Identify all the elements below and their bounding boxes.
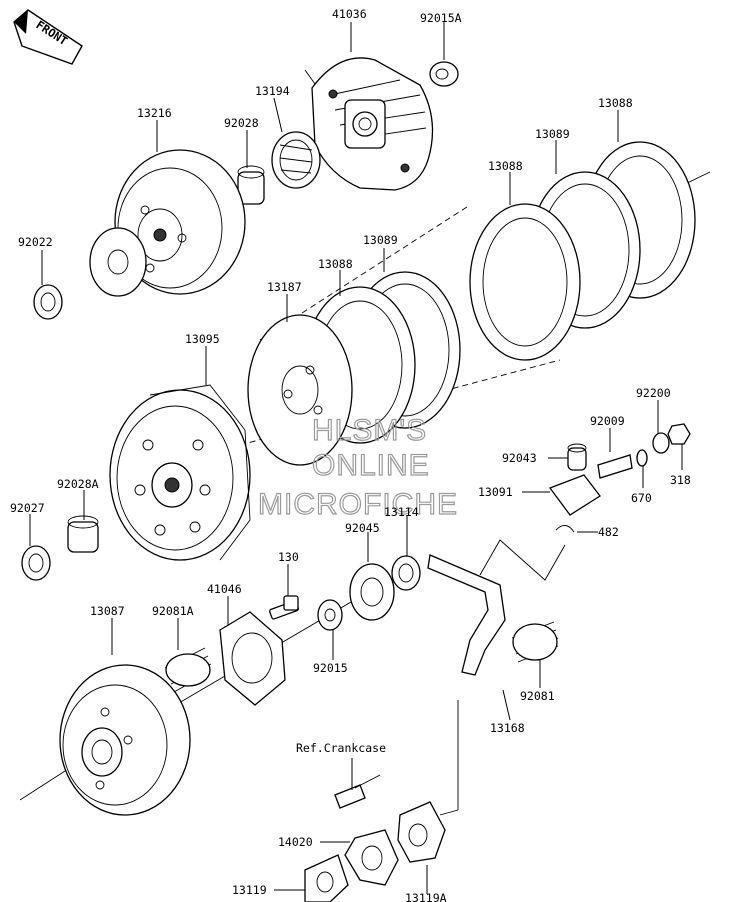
label-13088-b: 13088 (488, 159, 523, 173)
clutch-hub-13087[interactable] (59, 664, 191, 816)
svg-text:MICROFICHE: MICROFICHE (258, 488, 458, 521)
label-92200: 92200 (636, 386, 671, 400)
clutch-shoe-assembly-41036[interactable] (311, 57, 434, 191)
label-130: 130 (278, 550, 299, 564)
label-13088-c: 13088 (318, 257, 353, 271)
label-13114: 13114 (384, 505, 419, 519)
label-13194: 13194 (255, 84, 290, 98)
plate-41046[interactable] (219, 611, 286, 706)
label-92022: 92022 (18, 235, 53, 249)
label-92081: 92081 (520, 689, 555, 703)
washer-92022[interactable] (33, 284, 63, 320)
washer-92200[interactable] (652, 432, 670, 454)
reference-note: Ref.Crankcase (296, 741, 386, 755)
bolt-130[interactable] (269, 595, 299, 620)
crankcase-stud-icon (334, 774, 381, 809)
label-670: 670 (631, 491, 652, 505)
part-labels: 41036 92015A 13216 13194 92028 13088 130… (10, 7, 691, 902)
collar-13114[interactable] (391, 555, 421, 591)
label-13087: 13087 (90, 604, 125, 618)
label-13089-a: 13089 (535, 127, 570, 141)
label-13119: 13119 (232, 883, 267, 897)
spring-92081A[interactable] (164, 647, 212, 693)
label-13216: 13216 (137, 106, 172, 120)
clutch-drum-13216[interactable] (89, 149, 246, 297)
label-13095: 13095 (185, 332, 220, 346)
label-14020: 14020 (278, 835, 313, 849)
svg-text:ONLINE: ONLINE (312, 449, 430, 482)
adjusting-screw-92009[interactable] (597, 454, 633, 479)
label-92027: 92027 (10, 501, 45, 515)
label-41046: 41046 (207, 582, 242, 596)
svg-text:HLSM'S: HLSM'S (312, 414, 427, 447)
label-13091: 13091 (478, 485, 513, 499)
o-ring-670[interactable] (636, 449, 648, 467)
friction-plate-13088-b[interactable] (469, 203, 581, 361)
bushing-92028A[interactable] (67, 515, 99, 553)
label-92015: 92015 (313, 661, 348, 675)
spring-92081[interactable] (511, 621, 559, 663)
nut-92015[interactable] (317, 599, 343, 631)
release-lever-13168[interactable] (427, 539, 566, 676)
label-92081A: 92081A (152, 604, 194, 618)
label-13089-b: 13089 (363, 233, 398, 247)
label-92043: 92043 (502, 451, 537, 465)
nut-318[interactable] (667, 423, 691, 445)
label-13187: 13187 (267, 280, 302, 294)
pin-92043[interactable] (567, 443, 587, 471)
washer-92027[interactable] (21, 545, 51, 581)
plate-14020[interactable] (344, 829, 399, 886)
leader-lines (29, 22, 683, 894)
clip-482[interactable] (555, 525, 575, 533)
label-41036: 41036 (332, 7, 367, 21)
label-92028: 92028 (224, 116, 259, 130)
shoe-13119[interactable] (304, 854, 349, 902)
pressure-plate-13187[interactable] (247, 314, 353, 466)
label-482: 482 (598, 525, 619, 539)
clutch-housing-13095[interactable] (109, 384, 251, 561)
nut-92015A[interactable] (429, 61, 459, 87)
adjuster-block-13091[interactable] (548, 474, 601, 516)
label-13119A: 13119A (405, 891, 447, 902)
label-13168: 13168 (490, 721, 525, 735)
label-92009: 92009 (590, 414, 625, 428)
label-92028A: 92028A (57, 477, 99, 491)
bearing-92045[interactable] (349, 563, 395, 621)
shoe-13119A[interactable] (397, 700, 459, 863)
label-92015A: 92015A (420, 11, 462, 25)
label-13088-a: 13088 (598, 96, 633, 110)
label-318: 318 (670, 473, 691, 487)
watermark: HLSM'S ONLINE MICROFICHE (257, 413, 458, 521)
label-92045: 92045 (345, 521, 380, 535)
front-arrow-icon: FRONT (13, 9, 83, 65)
one-way-clutch-13194[interactable] (271, 131, 321, 189)
